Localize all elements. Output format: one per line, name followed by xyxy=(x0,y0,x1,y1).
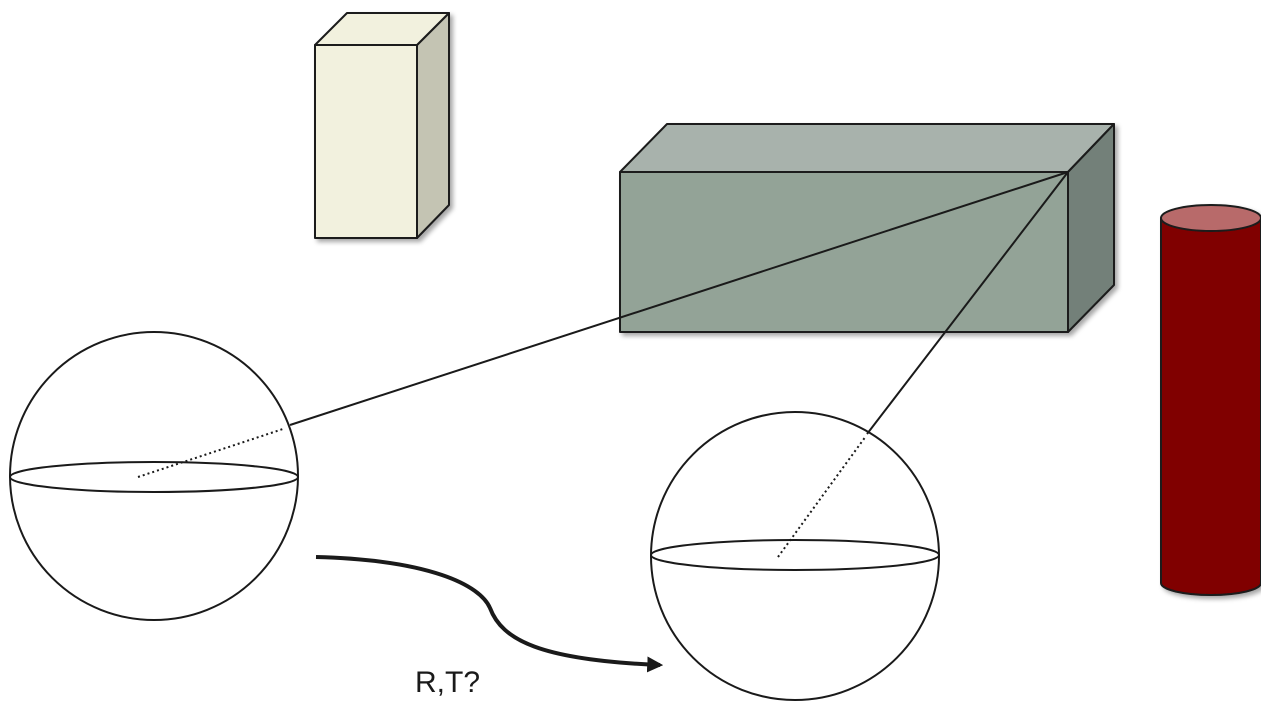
right-sphere-equator xyxy=(650,539,940,571)
red-cylinder-body xyxy=(1160,217,1261,596)
red-cylinder-top xyxy=(1160,204,1261,232)
motion-arrow xyxy=(315,555,664,673)
gray-box-top xyxy=(619,123,1115,173)
cream-pillar xyxy=(314,12,450,239)
ray-to-left-sphere xyxy=(289,171,1069,426)
left-sphere-outline xyxy=(9,331,299,621)
cream-pillar-front xyxy=(314,44,418,239)
red-cylinder xyxy=(1160,204,1261,596)
left-camera-sphere xyxy=(9,331,299,621)
left-sphere-dotted-ray xyxy=(137,428,284,478)
right-camera-sphere xyxy=(650,411,940,701)
right-sphere-outline xyxy=(650,411,940,701)
motion-label: R,T? xyxy=(415,666,480,699)
gray-box-front xyxy=(619,171,1069,333)
gray-box xyxy=(619,123,1115,333)
left-sphere-equator xyxy=(9,461,299,493)
right-sphere-dotted-ray xyxy=(777,435,867,558)
ray-to-right-sphere xyxy=(866,171,1069,435)
cream-pillar-side xyxy=(416,12,450,239)
